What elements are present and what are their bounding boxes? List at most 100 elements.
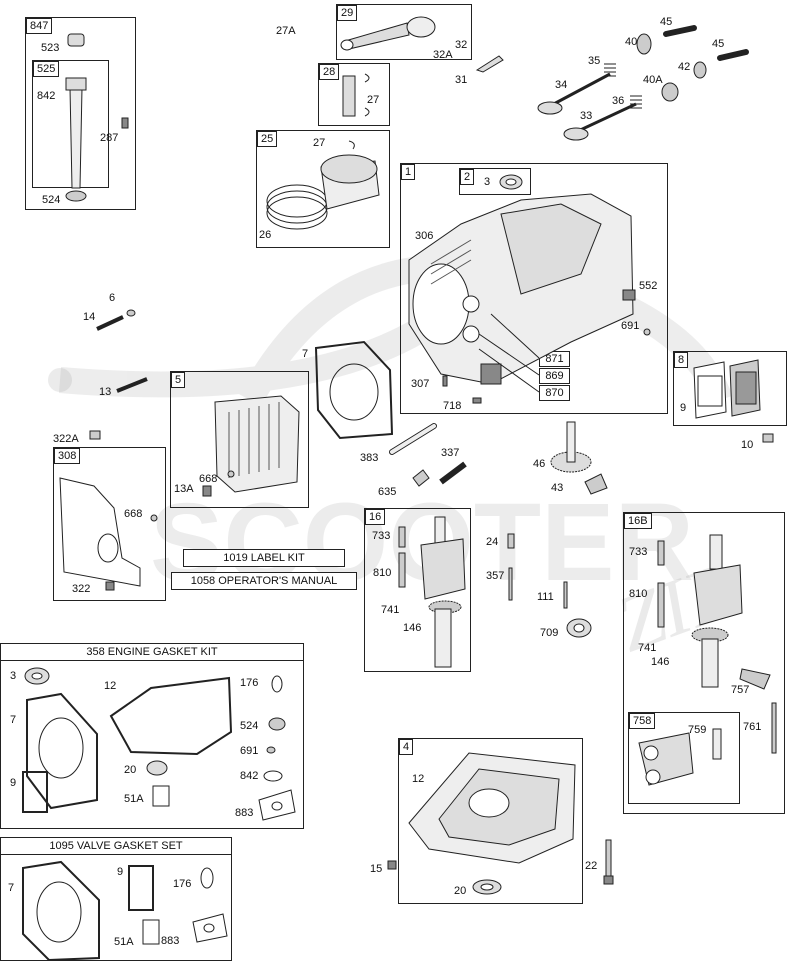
piston-pin-drawing — [342, 73, 370, 117]
balancer-box: 758 759 — [628, 712, 740, 804]
box-tag: 847 — [26, 18, 53, 34]
engine-gasket-kit-title: 358 ENGINE GASKET KIT — [1, 644, 303, 661]
valve-train-drawing — [537, 25, 749, 141]
part-number: 10 — [741, 439, 754, 451]
part-number: 15 — [370, 863, 383, 875]
part-number: 42 — [678, 61, 691, 73]
part-number: 842 — [37, 90, 56, 102]
cylinder-head-drawing — [202, 395, 300, 497]
piston-drawing — [266, 140, 380, 230]
part-number: 883 — [161, 935, 180, 947]
screw-drawing — [762, 433, 774, 443]
part-number: 31 — [455, 74, 468, 86]
cylinder-head-box: 5 668 13A — [170, 371, 309, 508]
part-number: 45 — [660, 16, 673, 28]
piston-pin-box: 28 27 — [318, 63, 390, 126]
dowel-pin-drawing — [507, 533, 515, 549]
part-number: 146 — [651, 656, 670, 668]
part-number: 24 — [486, 536, 499, 548]
pin-drawing — [508, 567, 513, 601]
part-number: 668 — [199, 473, 218, 485]
part-number: 883 — [235, 807, 254, 819]
box-tag: 758 — [629, 713, 656, 729]
part-number: 3 — [10, 670, 17, 682]
box-tag: 16 — [365, 509, 386, 525]
oil-seal-drawing — [499, 174, 523, 190]
part-number: 741 — [638, 642, 657, 654]
part-number: 810 — [373, 567, 392, 579]
bolt-drawing — [96, 309, 136, 331]
part-number: 6 — [109, 292, 116, 304]
part-number: 635 — [378, 486, 397, 498]
cylinder-shield-box: 308 668 322 — [53, 447, 166, 601]
box-tag: 1 — [401, 164, 416, 180]
part-number: 176 — [240, 677, 259, 689]
part-number: 40 — [625, 36, 638, 48]
part-number: 20 — [124, 764, 137, 776]
balancer-drawing — [638, 728, 722, 786]
bolt-drawing — [603, 839, 614, 885]
part-number: 12 — [104, 680, 117, 692]
part-number: 9 — [10, 777, 17, 789]
sump-drawing — [408, 752, 576, 895]
part-number: 176 — [173, 878, 192, 890]
part-number: 34 — [555, 79, 568, 91]
part-number: 552 — [639, 280, 658, 292]
governor-gear-drawing — [550, 421, 608, 495]
part-number: 7 — [302, 348, 309, 360]
part-number: 733 — [372, 530, 391, 542]
oil-dipper-drawing — [475, 55, 504, 73]
part-number: 13 — [99, 386, 112, 398]
valve-gasket-set-box: 1095 VALVE GASKET SET 7 9 176 51A 883 — [0, 837, 232, 961]
screw-drawing — [89, 430, 101, 440]
bolt-drawing — [116, 377, 148, 393]
part-number: 33 — [580, 110, 593, 122]
part-number: 27A — [276, 25, 296, 37]
governor-shaft-drawing — [389, 423, 437, 455]
operators-manual: 1058 OPERATOR'S MANUAL — [171, 572, 357, 590]
part-number: 27 — [367, 94, 380, 106]
cylinder-block-box: 1 2 3 306 552 691 307 718 871 869 870 — [400, 163, 668, 414]
part-number: 13A — [174, 483, 194, 495]
box-tag: 525 — [33, 61, 60, 77]
part-number: 51A — [124, 793, 144, 805]
label-kit: 1019 LABEL KIT — [183, 549, 345, 567]
part-number: 741 — [381, 604, 400, 616]
part-number: 3 — [484, 176, 491, 188]
part-number: 306 — [415, 230, 434, 242]
box-tag: 29 — [337, 5, 358, 21]
dipstick-tube-box: 525 — [32, 60, 109, 188]
part-number: 9 — [117, 866, 124, 878]
part-number: 718 — [443, 400, 462, 412]
valve-gasket-set-title: 1095 VALVE GASKET SET — [1, 838, 231, 855]
part-number: 51A — [114, 936, 134, 948]
part-number: 111 — [537, 591, 554, 603]
part-number: 36 — [612, 95, 625, 107]
callout-box: 869 — [539, 368, 570, 384]
part-number: 842 — [240, 770, 259, 782]
piston-box: 25 27 26 — [256, 130, 390, 248]
part-number: 32 — [455, 39, 468, 51]
connecting-rod-box: 29 32 32A — [336, 4, 472, 61]
crankshaft-alt-box: 16B 733 810 741 146 757 761 758 759 — [623, 512, 785, 814]
part-number: 307 — [411, 378, 430, 390]
valve-gasket-set-drawing — [22, 860, 228, 961]
callout-box: 870 — [539, 385, 570, 401]
part-number: 46 — [533, 458, 546, 470]
part-number: 733 — [629, 546, 648, 558]
part-number: 524 — [240, 720, 259, 732]
part-number: 524 — [42, 194, 61, 206]
part-number: 14 — [83, 311, 96, 323]
part-number: 146 — [403, 622, 422, 634]
part-number: 7 — [10, 714, 17, 726]
box-tag: 308 — [54, 448, 81, 464]
part-number: 691 — [240, 745, 259, 757]
oil-seal-box: 2 3 — [459, 168, 531, 195]
part-number: 757 — [731, 684, 750, 696]
box-tag: 4 — [399, 739, 414, 755]
part-number: 43 — [551, 482, 564, 494]
connecting-rod-drawing — [340, 16, 436, 51]
crankshaft-box: 16 733 810 741 146 — [364, 508, 471, 672]
crankshaft-alt-drawing — [657, 534, 777, 754]
